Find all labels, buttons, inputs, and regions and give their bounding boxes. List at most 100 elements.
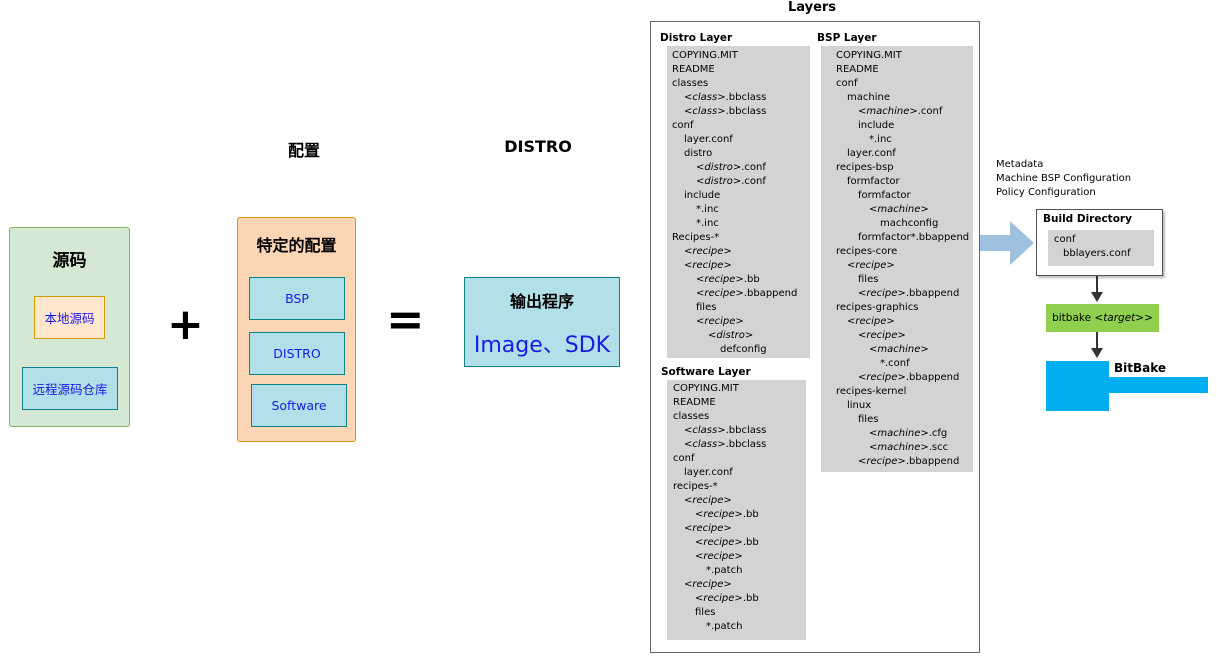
tree-text: classes xyxy=(672,78,709,89)
tree-line: <recipe>.bbappend xyxy=(836,371,973,385)
tree-text: conf xyxy=(672,120,694,131)
remote-repo-box[interactable]: 远程源码仓库 xyxy=(22,367,118,410)
tree-line: <recipe> xyxy=(673,550,806,564)
tree-placeholder: <recipe> xyxy=(684,579,732,590)
tree-text: files xyxy=(858,414,879,425)
tree-line: conf xyxy=(673,452,806,466)
config-item-bsp[interactable]: BSP xyxy=(249,277,345,320)
tree-line: <recipe>.bbappend xyxy=(836,287,973,301)
tree-text: *.inc xyxy=(696,218,719,229)
config-item-software[interactable]: Software xyxy=(251,384,347,427)
tree-text: files xyxy=(695,607,716,618)
tree-placeholder: <recipe> xyxy=(858,372,906,383)
config-item-label: DISTRO xyxy=(273,346,321,361)
tree-text: layer.conf xyxy=(684,467,733,478)
tree-line: layer.conf xyxy=(672,133,810,147)
tree-line: <recipe>.bb xyxy=(672,273,810,287)
tree-placeholder: <recipe> xyxy=(695,537,743,548)
tree-text: conf xyxy=(673,453,695,464)
tree-suffix: .bb xyxy=(742,593,759,604)
tree-line: recipes-kernel xyxy=(836,385,973,399)
tree-suffix: .bb xyxy=(743,274,760,285)
tree-line: distro xyxy=(672,147,810,161)
tree-line: <recipe> xyxy=(836,315,973,329)
tree-suffix: .conf xyxy=(917,106,943,117)
tree-line: <recipe> xyxy=(672,245,810,259)
tree-line: README xyxy=(673,396,806,410)
tree-text: machconfig xyxy=(880,218,939,229)
tree-line: *.inc xyxy=(672,217,810,231)
tree-placeholder: <recipe> xyxy=(696,274,744,285)
tree-text: COPYING.MIT xyxy=(672,50,738,61)
tree-line: <machine> xyxy=(836,343,973,357)
local-source-label: 本地源码 xyxy=(44,311,95,326)
local-source-box[interactable]: 本地源码 xyxy=(34,296,105,339)
tree-text: distro xyxy=(684,148,713,159)
tree-line: <recipe>.bb xyxy=(673,592,806,606)
distro-layer-title: Distro Layer xyxy=(660,32,733,44)
tree-line: machconfig xyxy=(836,217,973,231)
tree-placeholder: <distro> xyxy=(708,330,754,341)
tree-line: <class>.bbclass xyxy=(673,438,806,452)
tree-line: *.patch xyxy=(673,620,806,634)
tree-line: <machine>.cfg xyxy=(836,427,973,441)
tree-line: *.conf xyxy=(836,357,973,371)
tree-text: recipes-* xyxy=(673,481,718,492)
tree-text: formfactor*.bbappend xyxy=(858,232,970,243)
tree-line: defconfig xyxy=(672,343,810,357)
tree-suffix: .scc xyxy=(928,442,949,453)
tree-line: include xyxy=(672,189,810,203)
output-title: 输出程序 xyxy=(509,292,574,311)
tree-text: recipes-graphics xyxy=(836,302,919,313)
bsp-layer-title: BSP Layer xyxy=(817,32,877,44)
tree-suffix: .conf xyxy=(741,162,766,173)
bitbake-cmd-suffix: > xyxy=(1144,312,1153,324)
tree-line: formfactor*.bbappend xyxy=(836,231,973,245)
tree-text: defconfig xyxy=(720,344,767,355)
build-directory-box[interactable]: Build Directory conf bblayers.conf xyxy=(1036,209,1163,276)
tree-line: classes xyxy=(673,410,806,424)
tree-line: machine xyxy=(836,91,973,105)
tree-placeholder: <machine> xyxy=(869,428,929,439)
tree-line: <recipe> xyxy=(673,578,806,592)
tree-placeholder: <machine> xyxy=(869,204,929,215)
target-to-bitbake-arrow xyxy=(1091,332,1103,358)
tree-placeholder: <recipe> xyxy=(684,246,732,257)
tree-line: *.inc xyxy=(672,203,810,217)
bitbake-target-box[interactable]: bitbake <target>> xyxy=(1046,304,1159,332)
tree-placeholder: <machine> xyxy=(869,442,929,453)
config-heading: 配置 xyxy=(287,141,320,160)
plus-sign: + xyxy=(167,299,204,350)
tree-line: <recipe> xyxy=(672,315,810,329)
build-directory-contents: conf bblayers.conf xyxy=(1048,230,1154,266)
tree-text: conf xyxy=(836,78,858,89)
tree-line: classes xyxy=(672,77,810,91)
bitbake-label[interactable]: BitBake xyxy=(1114,361,1167,375)
tree-text: *.inc xyxy=(869,134,892,145)
metadata-line: Machine BSP Configuration xyxy=(996,173,1132,184)
tree-line: README xyxy=(836,63,973,77)
tree-text: *.conf xyxy=(880,358,910,369)
metadata-note: Metadata Machine BSP Configuration Polic… xyxy=(996,158,1131,200)
tree-text: recipes-bsp xyxy=(836,162,894,173)
config-title: 特定的配置 xyxy=(256,236,337,255)
equals-sign: = xyxy=(386,292,425,346)
config-item-distro[interactable]: DISTRO xyxy=(249,332,345,375)
tree-text: include xyxy=(684,190,721,201)
tree-text: *.patch xyxy=(706,621,743,632)
tree-line: layer.conf xyxy=(673,466,806,480)
tree-suffix: .bbappend xyxy=(905,456,960,467)
tree-line: formfactor xyxy=(836,175,973,189)
bitbake-block xyxy=(1046,361,1109,411)
output-box[interactable]: 输出程序 Image、SDK xyxy=(464,277,620,367)
bitbake-cmd-text: bitbake xyxy=(1052,312,1095,324)
tree-placeholder: <recipe> xyxy=(696,288,744,299)
tree-placeholder: <recipe> xyxy=(695,593,743,604)
tree-line: recipes-bsp xyxy=(836,161,973,175)
tree-line: <class>.bbclass xyxy=(673,424,806,438)
tree-text: layer.conf xyxy=(684,134,733,145)
tree-line: <distro>.conf xyxy=(672,161,810,175)
